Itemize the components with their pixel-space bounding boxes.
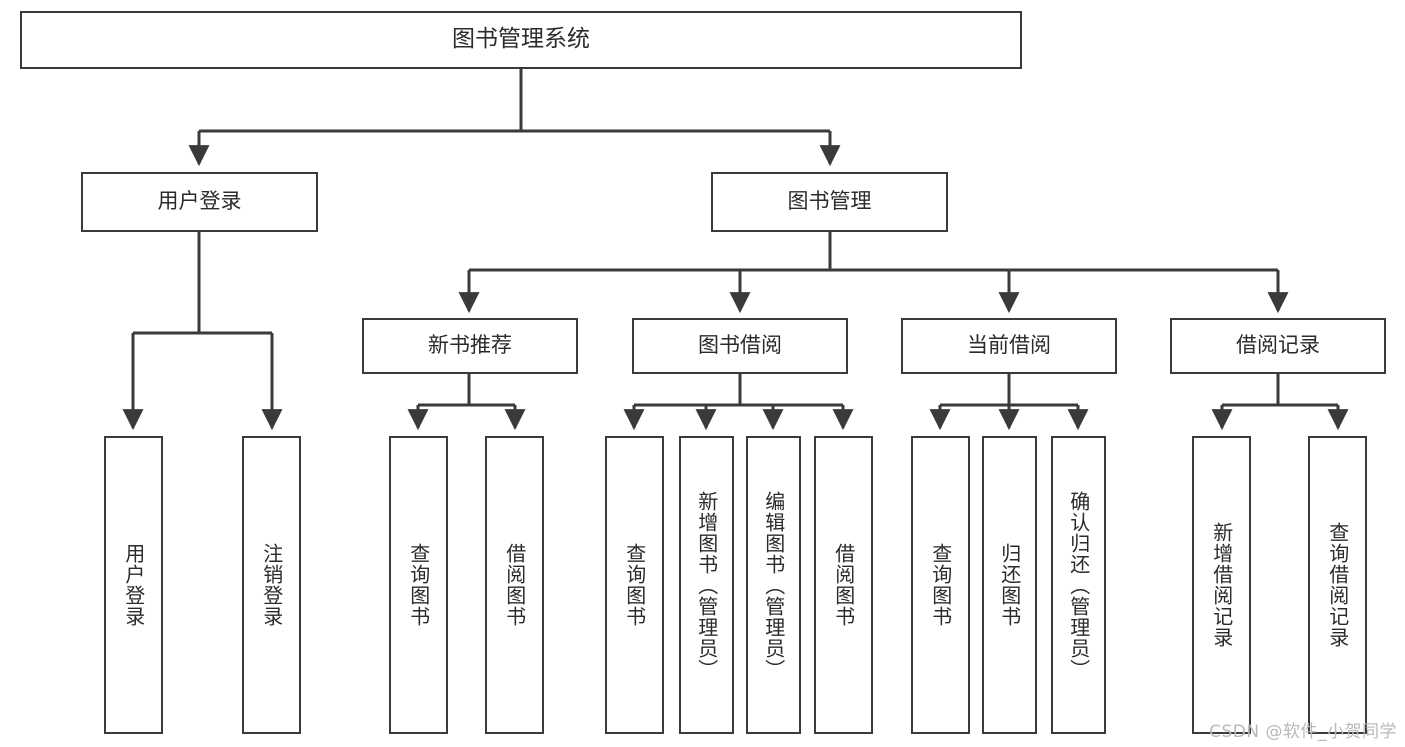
node-label: 注销登录 (259, 543, 284, 627)
node-label: 借阅图书 (502, 543, 527, 627)
node-leaf-add-borrow-record[interactable]: 新增借阅记录 (1192, 436, 1251, 734)
node-label: 查询借阅记录 (1325, 522, 1350, 648)
node-new-book-recommend[interactable]: 新书推荐 (362, 318, 578, 374)
node-leaf-logout[interactable]: 注销登录 (242, 436, 301, 734)
node-label: 确认归还（管理员） (1066, 490, 1091, 680)
node-label: 新增借阅记录 (1209, 522, 1234, 648)
node-current-borrow[interactable]: 当前借阅 (901, 318, 1117, 374)
watermark-csdn: CSDN @软件_小贺同学 (1209, 722, 1397, 742)
node-leaf-lend-book[interactable]: 借阅图书 (814, 436, 873, 734)
node-leaf-confirm-return-admin[interactable]: 确认归还（管理员） (1051, 436, 1106, 734)
node-label: 借阅记录 (1236, 333, 1320, 358)
node-label: 新书推荐 (428, 333, 512, 358)
node-book-management[interactable]: 图书管理 (711, 172, 948, 232)
node-label: 用户登录 (157, 189, 242, 214)
node-label: 图书管理 (787, 189, 872, 214)
node-label: 图书借阅 (698, 333, 782, 358)
node-leaf-query-book-recommend[interactable]: 查询图书 (389, 436, 448, 734)
node-label: 新增图书（管理员） (694, 490, 719, 680)
node-label: 图书管理系统 (452, 26, 590, 53)
node-label: 用户登录 (121, 543, 146, 627)
node-label: 归还图书 (997, 543, 1022, 627)
node-leaf-query-book-borrow[interactable]: 查询图书 (605, 436, 664, 734)
node-label: 查询图书 (406, 543, 431, 627)
node-root-system[interactable]: 图书管理系统 (20, 11, 1022, 69)
node-book-borrow[interactable]: 图书借阅 (632, 318, 848, 374)
node-leaf-query-book-current[interactable]: 查询图书 (911, 436, 970, 734)
node-borrow-record[interactable]: 借阅记录 (1170, 318, 1386, 374)
node-leaf-return-book[interactable]: 归还图书 (982, 436, 1037, 734)
node-label: 借阅图书 (831, 543, 856, 627)
node-leaf-user-login[interactable]: 用户登录 (104, 436, 163, 734)
node-leaf-query-borrow-record[interactable]: 查询借阅记录 (1308, 436, 1367, 734)
node-label: 查询图书 (928, 543, 953, 627)
node-label: 查询图书 (622, 543, 647, 627)
node-user-login[interactable]: 用户登录 (81, 172, 318, 232)
node-label: 当前借阅 (967, 333, 1051, 358)
node-leaf-add-book-admin[interactable]: 新增图书（管理员） (679, 436, 734, 734)
node-leaf-borrow-book-recommend[interactable]: 借阅图书 (485, 436, 544, 734)
node-leaf-edit-book-admin[interactable]: 编辑图书（管理员） (746, 436, 801, 734)
node-label: 编辑图书（管理员） (761, 490, 786, 680)
